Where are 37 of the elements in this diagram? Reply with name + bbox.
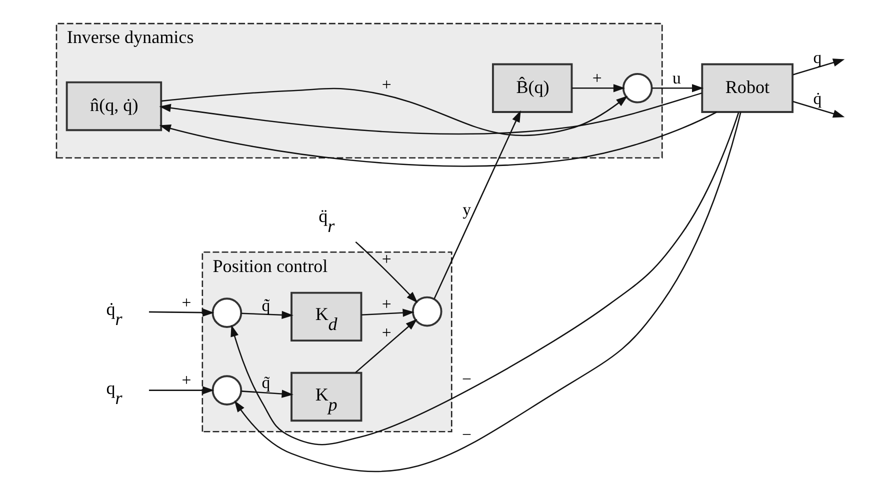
edge-label: q̇ (813, 89, 822, 108)
arrow (792, 58, 845, 76)
edge-label: u (672, 68, 681, 88)
edge-label: + (382, 249, 392, 268)
edge-label: − (462, 424, 472, 444)
edge-label: y (462, 200, 472, 220)
node-box: Robot (701, 63, 794, 113)
arrow (792, 100, 845, 118)
arrow (159, 92, 702, 135)
edge-label: q (813, 48, 822, 67)
edge-label: q̃ (262, 373, 270, 392)
arrow (161, 88, 628, 136)
arrow (434, 110, 521, 300)
arrow (148, 386, 214, 394)
node-box: n̂(q, q̇) (66, 81, 162, 132)
node-circle (212, 298, 242, 328)
edge-label: + (182, 293, 192, 312)
arrow (361, 308, 414, 317)
node-circle (412, 296, 442, 327)
arrow (652, 84, 704, 92)
edge-label: + (382, 74, 392, 94)
edge-label: + (382, 294, 392, 314)
arrow (572, 84, 626, 92)
node-circle (622, 72, 653, 104)
node-box: B̂(q) (492, 63, 573, 113)
arrow (355, 318, 418, 374)
arrow (355, 241, 418, 304)
node-circle (212, 375, 242, 406)
edge-label: + (182, 370, 192, 390)
arrow (241, 310, 294, 320)
edge-label: + (592, 68, 602, 88)
arrow (159, 112, 717, 167)
arrow (241, 390, 294, 398)
edge-label: q̃̇ (262, 296, 270, 315)
edge-label: + (382, 322, 392, 342)
edge-label: − (462, 369, 472, 388)
arrow (148, 308, 214, 317)
